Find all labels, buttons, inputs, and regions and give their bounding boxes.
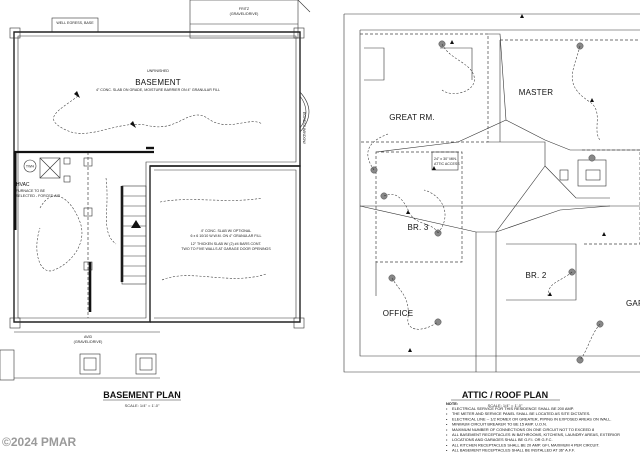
room-garage: GAR [626, 299, 640, 308]
water-heater: TWH [23, 159, 37, 173]
note-item: ALL BASEMENT RECEPTACLES SHALL BE INSTAL… [452, 448, 575, 453]
attic-wiring [441, 43, 475, 94]
garage-note-4: TWO TO FIVE WALLS AT GARAGE DOOR OPENING… [181, 247, 271, 251]
basement-wiring [53, 95, 263, 134]
basement-front-porch [189, 0, 299, 39]
basement-stairs [121, 185, 147, 285]
note-item: ALL KITCHEN RECEPTACLES SHALL BE 20 AMP.… [452, 442, 599, 447]
attic-roof-plan: 24" x 30" MIN. ATTIC ACCESS GREAT RM. MA… [343, 13, 640, 373]
basement-plan-scale: SCALE: 1/4" = 1'-0" [125, 403, 160, 408]
basement-bottom-sublabel: (GRAVEL/DRIVE) [74, 340, 103, 344]
roof-ridge-lines [488, 33, 640, 151]
attic-access-hatch: 24" x 30" MIN. ATTIC ACCESS [431, 151, 460, 171]
egress-label: WELL EGRESS, BASE [56, 21, 94, 25]
note-item: MAXIMUM NUMBER OF CONNECTIONS ON ONE CIR… [452, 427, 594, 432]
hvac-label: HVAC [16, 182, 30, 188]
note-item: THE METER AND SERVICE PANEL SHALL BE LOC… [452, 411, 590, 416]
basement-foundation-wall [13, 31, 301, 323]
garage-note-2: 6 x 6 10/10 W.W.M. ON 4" GRANULAR FILL [191, 234, 262, 238]
room-br2: BR. 2 [525, 271, 546, 280]
electrical-notes: NOTE: • ELECTRICAL SERVICE FOR THIS RESID… [446, 401, 620, 453]
basement-top-label: FRITZ [239, 7, 250, 11]
note-bullet: • [446, 442, 448, 447]
basement-top-sublabel: (GRAVEL/DRIVE) [230, 12, 259, 16]
garage-note-3: 12" THICKEN SLAB W/ (2) #4 BARS CONT. [191, 242, 262, 246]
basement-bottom-label: AVID [84, 335, 93, 339]
hvac-sub1: FURNACE TO BE [16, 189, 46, 193]
note-bullet: • [446, 411, 448, 416]
note-item: LOCATIONS AND GARAGES SHALL BE G.F.I. OR… [452, 437, 553, 442]
watermark: ©2024 PMAR [2, 435, 77, 449]
room-office: OFFICE [383, 309, 414, 318]
hvac-sub2: SELECTED - FORCED AIR [16, 194, 61, 198]
attic-outer-boundary [343, 14, 640, 373]
garage-slab-outline [150, 165, 301, 323]
notes-heading: NOTE: [446, 401, 458, 406]
note-bullet: • [446, 432, 448, 437]
attic-plan-scale: SCALE: 1/4" = 1'-0" [488, 403, 523, 408]
note-bullet: • [446, 448, 448, 453]
attic-access-label: 24" x 30" MIN. [434, 157, 457, 161]
note-bullet: • [446, 422, 448, 427]
note-bullet: • [446, 437, 448, 442]
attic-plan-title: ATTIC / ROOF PLAN [462, 390, 548, 400]
twh-label: TWH [26, 165, 35, 169]
note-bullet: • [446, 416, 448, 421]
basement-plan-title: BASEMENT PLAN [103, 390, 181, 400]
hvac-unit: HVAC FURNACE TO BE SELECTED - FORCED AIR [16, 157, 61, 198]
note-item: MINIMUM CIRCUIT BREAKER TO BE 15 AMP. U.… [452, 422, 547, 427]
basement-slab-note: 4" CONC. SLAB ON GRADE, MOISTURE BARRIER… [96, 88, 220, 92]
room-br3: BR. 3 [407, 223, 428, 232]
unfinished-label: UNFINISHED [147, 69, 169, 73]
note-item: ALL BASEMENT RECEPTACLES IN BATHROOMS, K… [452, 432, 620, 437]
egress-window [299, 91, 310, 133]
attic-access-sub: ATTIC ACCESS [434, 162, 460, 166]
note-bullet: • [446, 427, 448, 432]
window-label: EGRESS WINDOW [302, 112, 306, 144]
basement-room-label: BASEMENT [135, 78, 181, 87]
room-great-room: GREAT RM. [389, 113, 435, 122]
note-item: ELECTRICAL SERVICE FOR THIS RESIDENCE SH… [452, 406, 574, 411]
note-item: ELECTRICAL LINE -- 1/2 ROMEX OR GREATER,… [452, 416, 611, 421]
garage-note-1: 4" CONC. SLAB W/ OPTIONAL [201, 229, 252, 233]
note-bullet: • [446, 406, 448, 411]
basement-plan: FRITZ (GRAVEL/DRIVE) WELL EGRESS, BASE E… [0, 0, 311, 408]
room-master: MASTER [519, 88, 554, 97]
